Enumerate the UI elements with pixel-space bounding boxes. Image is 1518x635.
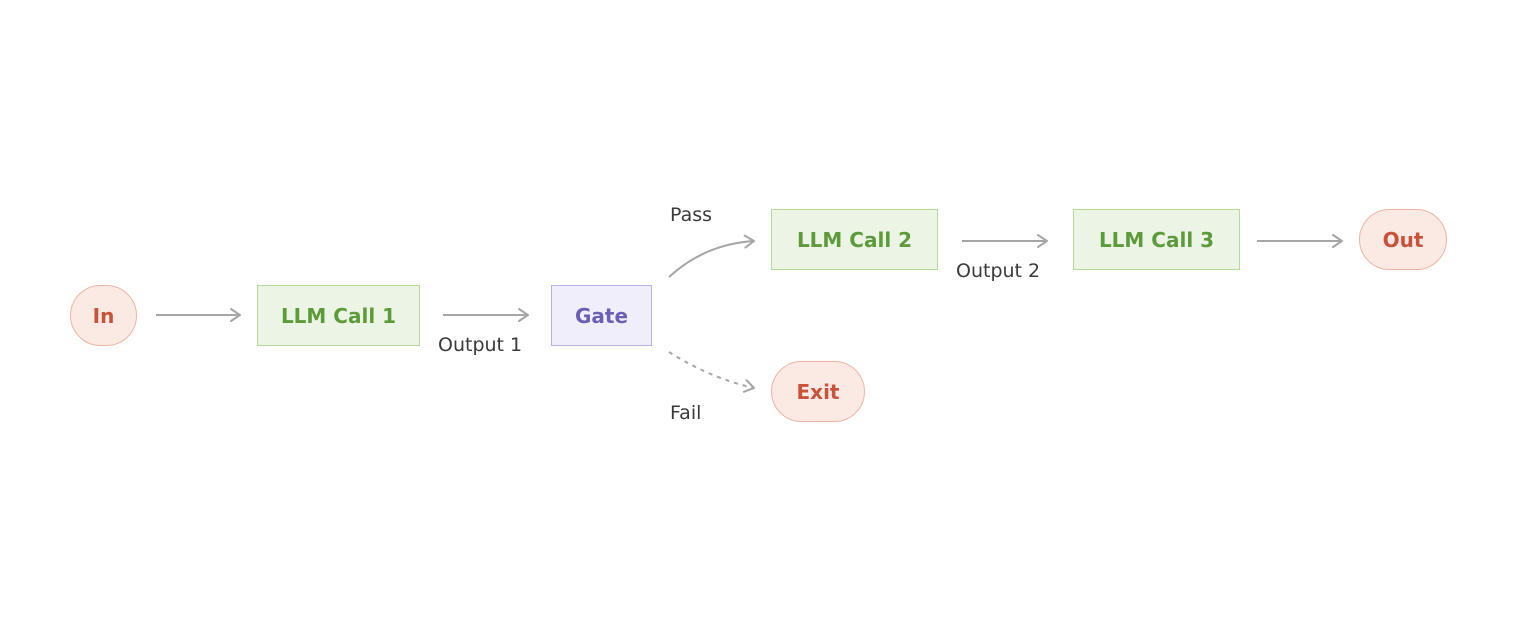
edge-label-output-1: Output 1 [438,334,523,356]
node-llm-call-2: LLM Call 2 [771,209,938,270]
node-llm-call-3: LLM Call 3 [1073,209,1240,270]
edge-label-output-2: Output 2 [956,260,1041,282]
edge-label-pass: Pass [670,204,713,226]
node-llm-call-1: LLM Call 1 [257,285,420,346]
node-in: In [70,285,137,346]
node-exit: Exit [771,361,865,422]
node-out: Out [1359,209,1447,270]
edge-label-fail: Fail [670,402,702,424]
arrow-gate-to-exit-fail [668,351,755,393]
node-gate: Gate [551,285,652,346]
arrow-gate-to-llm2-pass [668,234,755,278]
